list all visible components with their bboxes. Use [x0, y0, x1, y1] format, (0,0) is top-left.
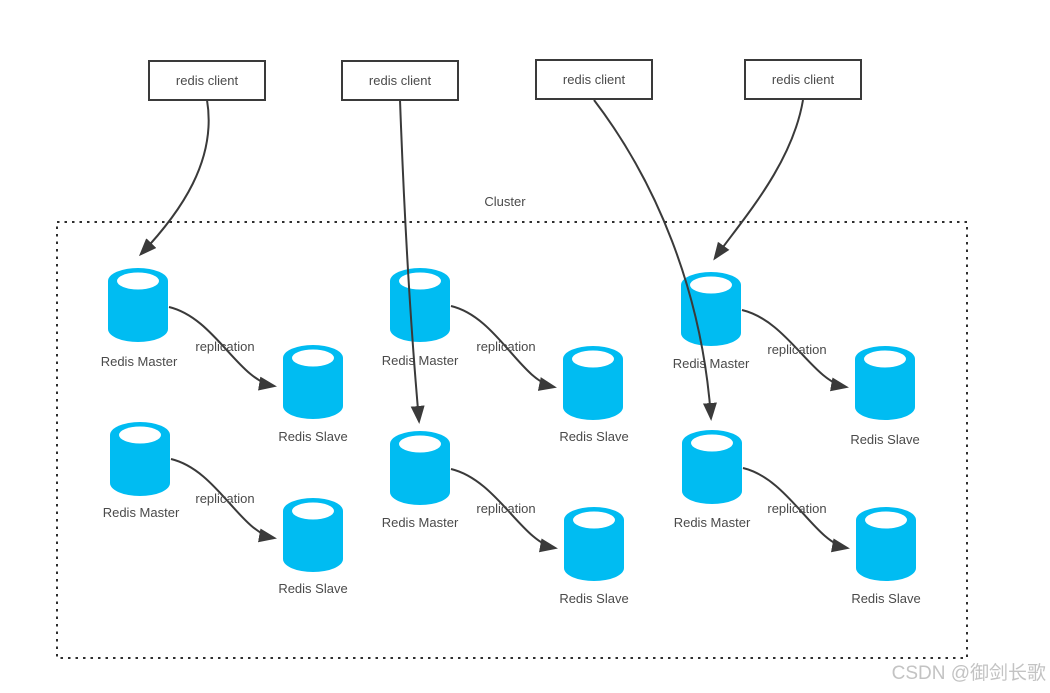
redis-slave-label-4: Redis Slave — [559, 591, 628, 606]
client-arrow-4 — [713, 99, 804, 261]
cluster-label: Cluster — [484, 194, 526, 209]
cluster-boundary — [56, 221, 968, 659]
redis-slave-label-5: Redis Slave — [850, 432, 919, 447]
redis-slave-label-3: Redis Slave — [559, 429, 628, 444]
replication-label-1: replication — [195, 339, 254, 354]
redis-client-label-4: redis client — [772, 72, 835, 87]
redis-master-label-2: Redis Master — [103, 505, 180, 520]
redis-master-node-5-icon — [681, 272, 741, 346]
replication-arrow-2 — [170, 458, 277, 543]
redis-master-node-6-icon — [682, 430, 742, 504]
client-arrow-2 — [399, 99, 425, 424]
redis-master-node-4-icon — [390, 431, 450, 505]
replication-label-3: replication — [476, 339, 535, 354]
redis-slave-label-2: Redis Slave — [278, 581, 347, 596]
replication-label-4: replication — [476, 501, 535, 516]
redis-client-box-2 — [341, 60, 459, 101]
replication-arrow-6 — [742, 467, 850, 553]
replication-arrow-1 — [168, 306, 277, 391]
redis-slave-node-3-icon — [563, 346, 623, 420]
redis-client-box-3 — [535, 59, 653, 100]
redis-master-label-6: Redis Master — [674, 515, 751, 530]
replication-arrow-5 — [741, 309, 849, 392]
replication-label-6: replication — [767, 501, 826, 516]
redis-master-node-1-icon — [108, 268, 168, 342]
replication-arrow-3 — [450, 305, 557, 391]
redis-master-label-3: Redis Master — [382, 353, 459, 368]
redis-slave-node-2-icon — [283, 498, 343, 572]
redis-client-label-1: redis client — [176, 73, 239, 88]
replication-label-5: replication — [767, 342, 826, 357]
redis-slave-node-1-icon — [283, 345, 343, 419]
watermark: CSDN @御剑长歌 — [892, 662, 1046, 684]
redis-master-label-5: Redis Master — [673, 356, 750, 371]
redis-master-label-4: Redis Master — [382, 515, 459, 530]
redis-slave-node-6-icon — [856, 507, 916, 581]
redis-master-node-3-icon — [390, 268, 450, 342]
redis-client-box-1 — [148, 60, 266, 101]
redis-master-node-2-icon — [110, 422, 170, 496]
redis-client-label-3: redis client — [563, 72, 626, 87]
redis-slave-node-4-icon — [564, 507, 624, 581]
redis-slave-label-1: Redis Slave — [278, 429, 347, 444]
redis-client-label-2: redis client — [369, 73, 432, 88]
redis-client-box-4 — [744, 59, 862, 100]
replication-arrow-4 — [450, 468, 558, 553]
replication-label-2: replication — [195, 491, 254, 506]
redis-master-label-1: Redis Master — [101, 354, 178, 369]
redis-slave-label-6: Redis Slave — [851, 591, 920, 606]
redis-slave-node-5-icon — [855, 346, 915, 420]
client-arrow-3 — [593, 99, 717, 421]
client-arrow-1 — [138, 99, 210, 257]
